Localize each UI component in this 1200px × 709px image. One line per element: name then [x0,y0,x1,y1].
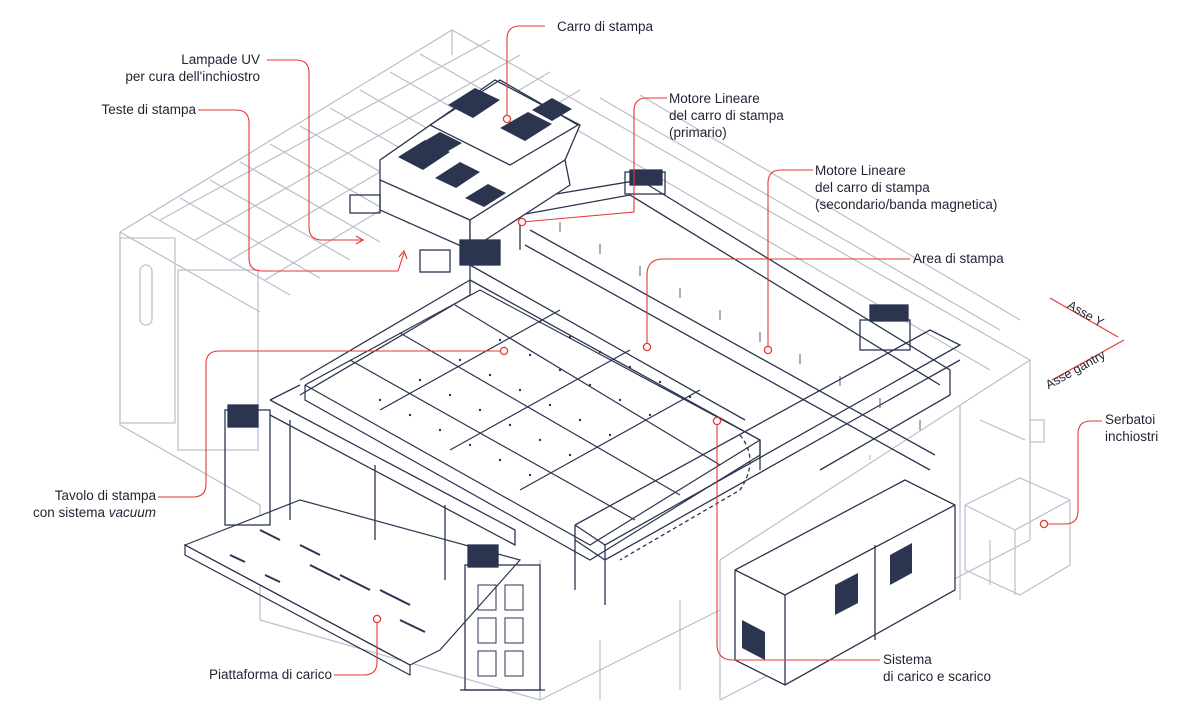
label-carro-di-stampa: Carro di stampa [557,19,654,34]
gantry-rails [299,169,962,605]
label-tavolo-line1: Tavolo di stampa [54,488,156,503]
label-lampade-line2: per cura dell'inchiostro [125,69,260,84]
label-motore-primario-line2: del carro di stampa [669,108,784,123]
label-motore-secondario-line1: Motore Lineare [815,163,906,178]
label-serbatoi-inchiostri: Serbatoi inchiostri [1105,411,1158,445]
label-lampade-line1: Lampade UV [181,52,260,67]
loading-frame [224,384,545,691]
label-tavolo-line2-vacuum: vacuum [108,505,156,520]
label-motore-secondario-line3: (secondario/banda magnetica) [815,197,998,212]
label-tavolo-di-stampa: Tavolo di stampa con sistema vacuum [0,487,156,521]
label-tavolo-line2-text: con sistema [32,505,109,520]
label-motore-secondario: Motore Lineare del carro di stampa (seco… [815,162,997,213]
label-motore-primario-line1: Motore Lineare [669,91,760,106]
label-motore-secondario-line2: del carro di stampa [815,180,930,195]
label-serbatoi-line2: inchiostri [1105,429,1159,444]
label-piattaforma-di-carico: Piattaforma di carico [208,667,332,682]
label-motore-primario-line3: (primario) [669,125,727,140]
electrical-cabinet [734,479,956,686]
label-area-di-stampa: Area di stampa [913,251,1004,266]
label-sistema-line1: Sistema [883,652,932,667]
label-serbatoi-line1: Serbatoi [1105,412,1156,427]
print-carriage [349,79,581,273]
callouts [158,25,1102,676]
label-sistema-line2: di carico e scarico [883,669,992,684]
axis-lines [1049,297,1125,381]
callout-dots [372,114,1049,624]
label-teste-di-stampa: Teste di stampa [101,102,196,117]
label-sistema-carico-scarico: Sistema di carico e scarico [883,651,991,685]
label-lampade-uv: Lampade UV per cura dell'inchiostro [60,51,260,85]
label-tavolo-line2: con sistema vacuum [0,504,156,521]
label-motore-primario: Motore Lineare del carro di stampa (prim… [669,90,784,141]
loading-platform [183,499,522,676]
callout-arrows [355,235,408,260]
